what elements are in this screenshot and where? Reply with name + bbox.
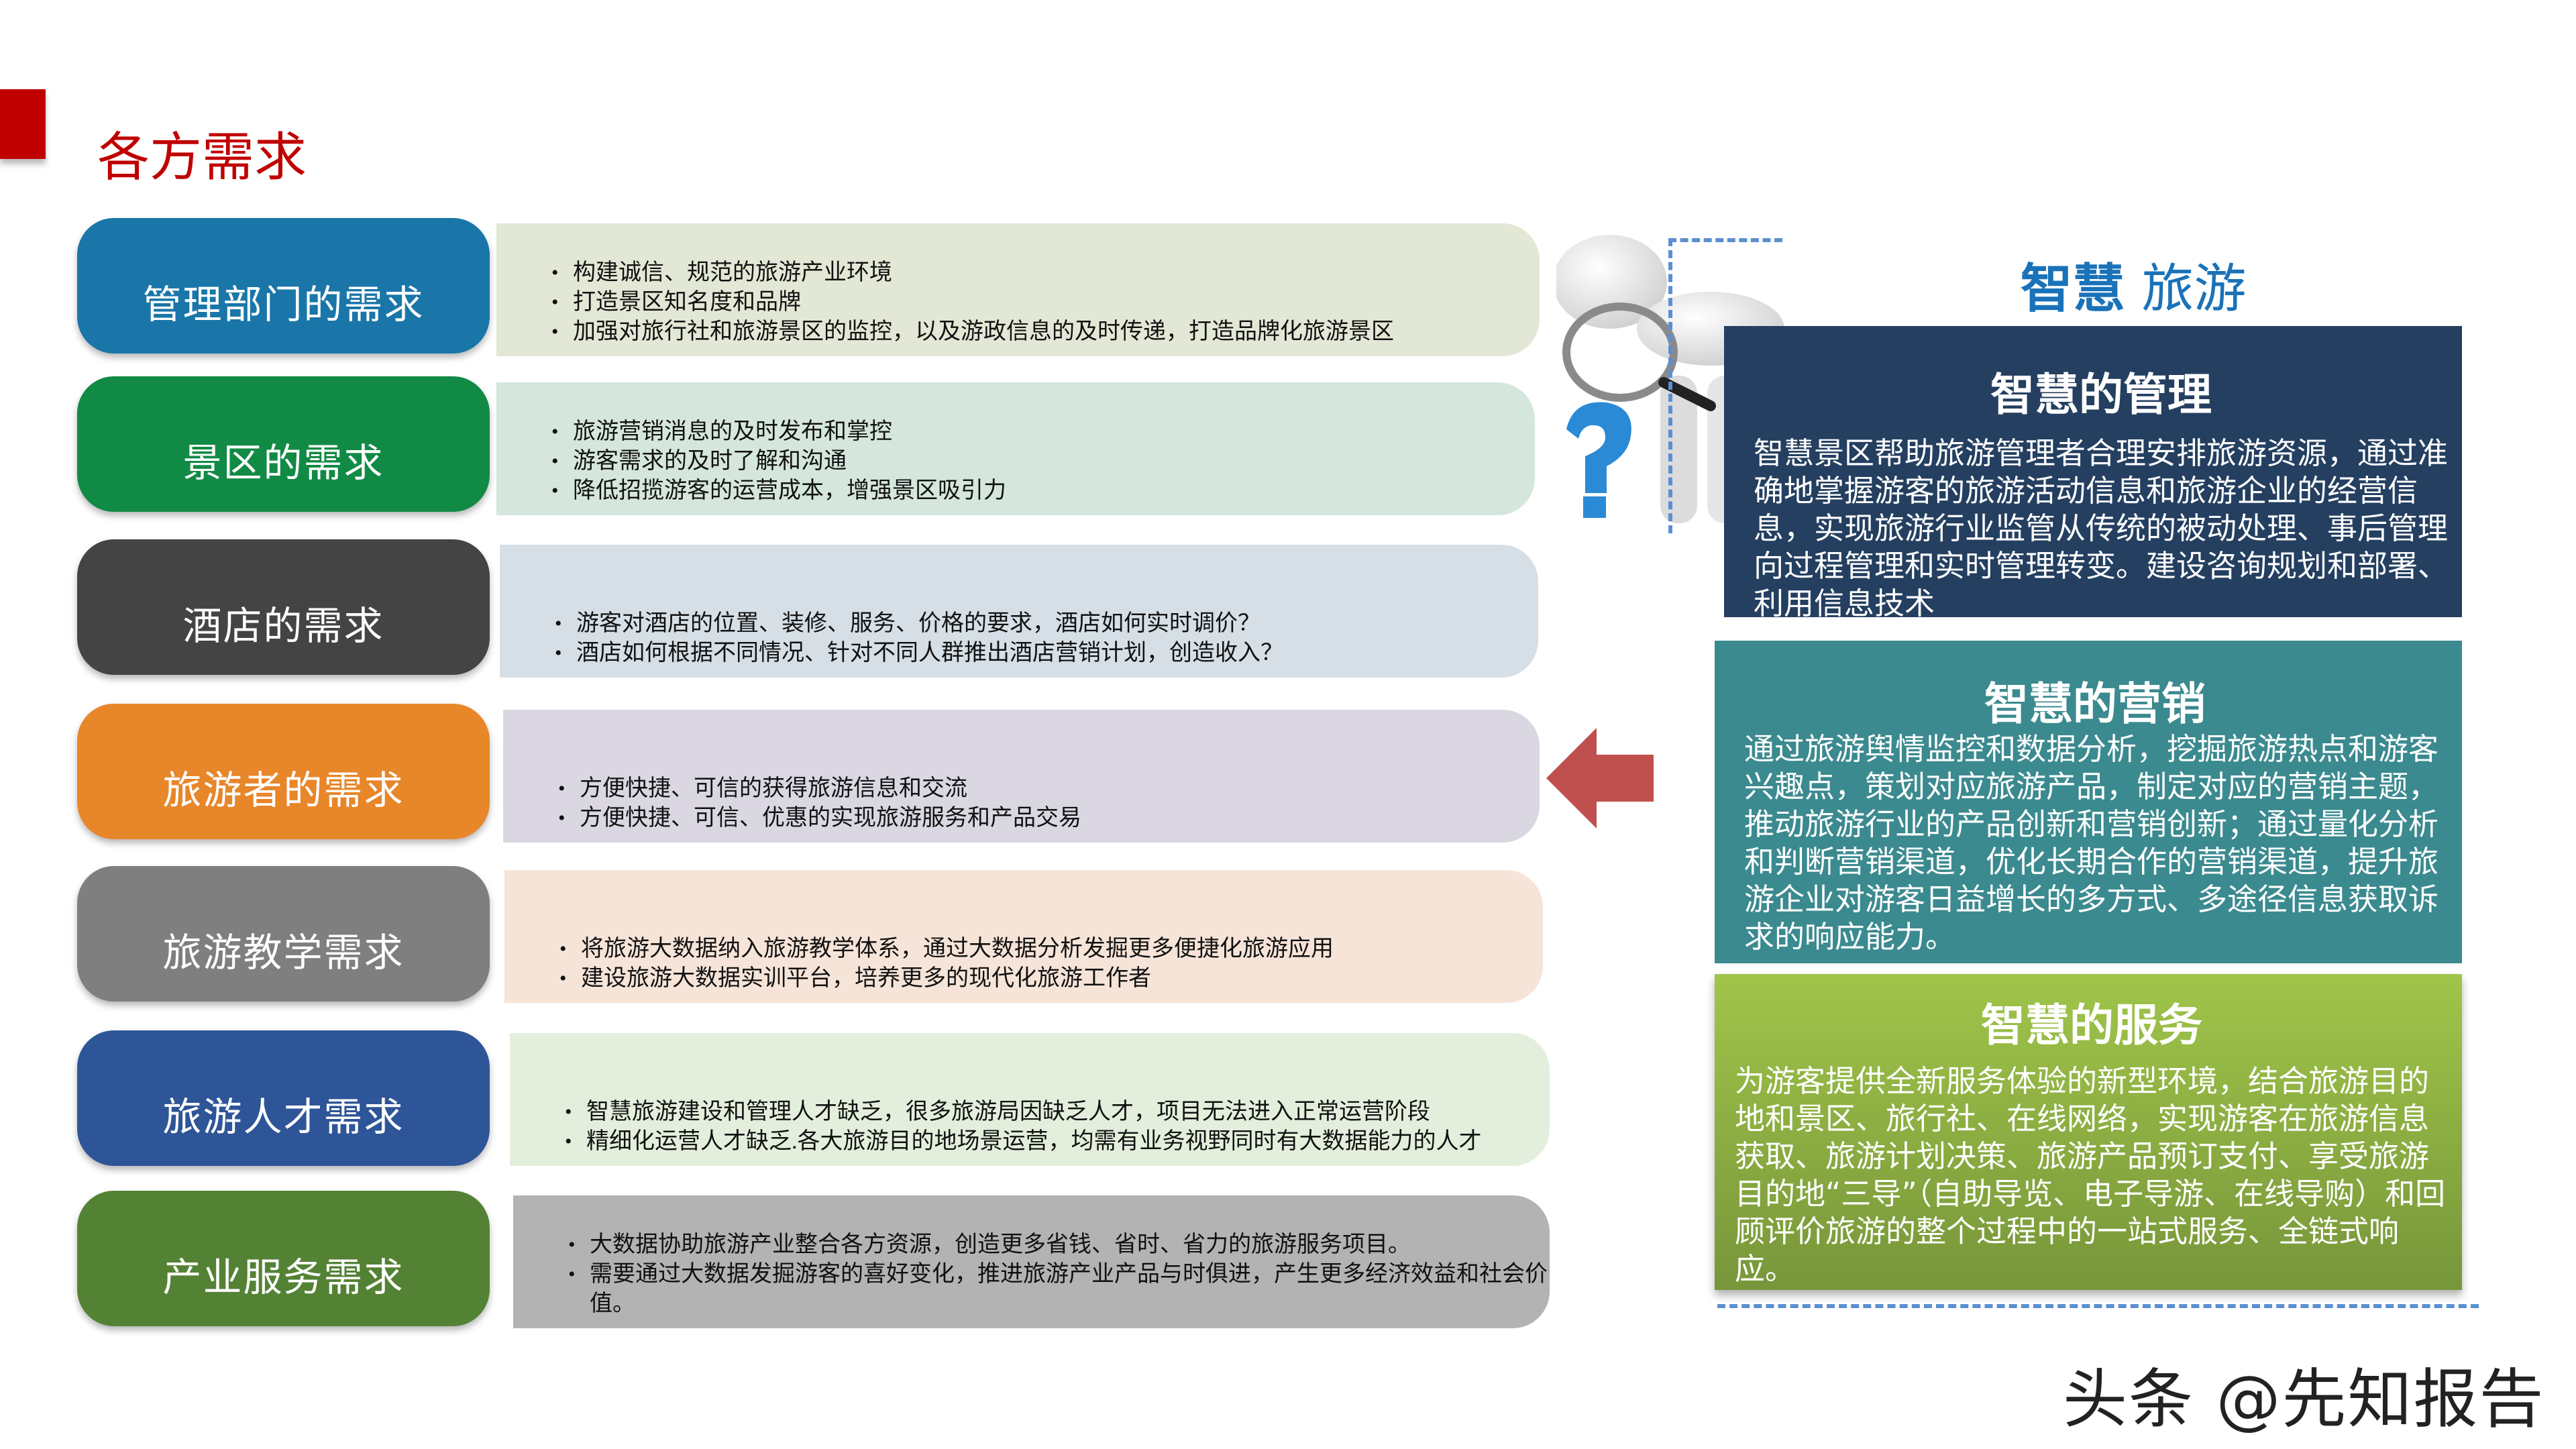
watermark-text: 头条 @先知报告 xyxy=(2063,1362,2545,1437)
question-mark-icon xyxy=(1566,402,1631,518)
need-bullet-list: 智慧旅游建设和管理人才缺乏，很多旅游局因缺乏人才，项目无法进入正常运营阶段精细化… xyxy=(565,1097,1550,1157)
smart-management-body: 智慧景区帮助旅游管理者合理安排旅游资源，通过准确地掌握游客的旅游活动信息和旅游企… xyxy=(1754,435,2449,617)
need-details-panel: 将旅游大数据纳入旅游教学体系，通过大数据分析发掘更多便捷化旅游应用建设旅游大数据… xyxy=(504,870,1543,1003)
need-bullet-item: 大数据协助旅游产业整合各方资源，创造更多省钱、省时、省力的旅游服务项目。 xyxy=(568,1230,1550,1260)
need-tab-label: 酒店的需求 xyxy=(182,603,384,649)
need-bullet-item: 酒店如何根据不同情况、针对不同人群推出酒店营销计划，创造收入？ xyxy=(555,639,1538,668)
left-arrow-icon xyxy=(1546,728,1654,828)
need-details-panel: 旅游营销消息的及时发布和掌控游客需求的及时了解和沟通降低招揽游客的运营成本，增强… xyxy=(496,382,1535,515)
need-details-panel: 游客对酒店的位置、装修、服务、价格的要求，酒店如何实时调价？酒店如何根据不同情况… xyxy=(500,545,1538,678)
need-details-panel: 智慧旅游建设和管理人才缺乏，很多旅游局因缺乏人才，项目无法进入正常运营阶段精细化… xyxy=(510,1033,1550,1166)
need-tab-label: 管理部门的需求 xyxy=(142,282,425,327)
need-bullet-item: 旅游营销消息的及时发布和掌控 xyxy=(551,417,1535,447)
need-tab: 景区的需求 xyxy=(77,376,490,512)
need-bullet-item: 将旅游大数据纳入旅游教学体系，通过大数据分析发掘更多便捷化旅游应用 xyxy=(559,934,1543,964)
smart-service-heading: 智慧的服务 xyxy=(1981,1000,2202,1051)
need-tab-label: 旅游者的需求 xyxy=(162,767,405,813)
dashed-border-bottom xyxy=(1717,1304,2479,1308)
dashed-border-left xyxy=(1668,238,1672,533)
need-bullet-item: 降低招揽游客的运营成本，增强景区吸引力 xyxy=(551,476,1535,506)
need-bullet-list: 将旅游大数据纳入旅游教学体系，通过大数据分析发掘更多便捷化旅游应用建设旅游大数据… xyxy=(559,934,1543,994)
need-bullet-list: 游客对酒店的位置、装修、服务、价格的要求，酒店如何实时调价？酒店如何根据不同情况… xyxy=(555,609,1538,668)
need-bullet-item: 构建诚信、规范的旅游产业环境 xyxy=(551,258,1540,288)
smart-marketing-body: 通过旅游舆情监控和数据分析，挖掘旅游热点和游客兴趣点，策划对应旅游产品，制定对应… xyxy=(1744,731,2439,955)
need-tab-label: 旅游人才需求 xyxy=(162,1094,405,1140)
need-bullet-item: 方便快捷、可信的获得旅游信息和交流 xyxy=(558,774,1540,804)
dashed-border-top xyxy=(1668,238,1782,242)
need-bullet-item: 建设旅游大数据实训平台，培养更多的现代化旅游工作者 xyxy=(559,964,1543,994)
need-bullet-item: 游客需求的及时了解和沟通 xyxy=(551,447,1535,476)
need-bullet-list: 方便快捷、可信的获得旅游信息和交流方便快捷、可信、优惠的实现旅游服务和产品交易 xyxy=(558,774,1540,833)
need-tab: 旅游者的需求 xyxy=(77,704,490,839)
need-bullet-item: 方便快捷、可信、优惠的实现旅游服务和产品交易 xyxy=(558,804,1540,833)
need-tab: 酒店的需求 xyxy=(77,539,490,675)
need-tab-label: 产业服务需求 xyxy=(162,1254,405,1300)
smart-management-heading: 智慧的管理 xyxy=(1990,369,2212,421)
smart-marketing-box: 智慧的营销 通过旅游舆情监控和数据分析，挖掘旅游热点和游客兴趣点，策划对应旅游产… xyxy=(1715,641,2462,963)
need-bullet-item: 精细化运营人才缺乏.各大旅游目的地场景运营，均需有业务视野同时有大数据能力的人才 xyxy=(565,1127,1550,1157)
smart-marketing-heading: 智慧的营销 xyxy=(1984,678,2206,730)
need-bullet-item: 智慧旅游建设和管理人才缺乏，很多旅游局因缺乏人才，项目无法进入正常运营阶段 xyxy=(565,1097,1550,1127)
title-accent-marker xyxy=(0,89,46,159)
need-bullet-item: 需要通过大数据发掘游客的喜好变化，推进旅游产业产品与时俱进，产生更多经济效益和社… xyxy=(568,1260,1550,1319)
smart-service-body: 为游客提供全新服务体验的新型环境，结合旅游目的地和景区、旅行社、在线网络，实现游… xyxy=(1735,1063,2446,1287)
need-details-panel: 方便快捷、可信的获得旅游信息和交流方便快捷、可信、优惠的实现旅游服务和产品交易 xyxy=(503,710,1540,843)
smart-tourism-title: 智慧 旅游 xyxy=(1945,263,2321,315)
need-tab-label: 旅游教学需求 xyxy=(162,930,405,975)
need-bullet-item: 游客对酒店的位置、装修、服务、价格的要求，酒店如何实时调价？ xyxy=(555,609,1538,639)
need-bullet-list: 大数据协助旅游产业整合各方资源，创造更多省钱、省时、省力的旅游服务项目。需要通过… xyxy=(568,1230,1550,1319)
need-bullet-list: 旅游营销消息的及时发布和掌控游客需求的及时了解和沟通降低招揽游客的运营成本，增强… xyxy=(551,417,1535,506)
page-title: 各方需求 xyxy=(97,127,307,188)
need-tab: 管理部门的需求 xyxy=(77,218,490,354)
smart-tourism-title-a: 智慧 xyxy=(2020,259,2125,319)
need-tab: 产业服务需求 xyxy=(77,1191,490,1326)
need-bullet-item: 加强对旅行社和旅游景区的监控，以及游政信息的及时传递，打造品牌化旅游景区 xyxy=(551,317,1540,347)
smart-tourism-title-b: 旅游 xyxy=(2141,259,2247,319)
need-bullet-list: 构建诚信、规范的旅游产业环境打造景区知名度和品牌加强对旅行社和旅游景区的监控，以… xyxy=(551,258,1540,347)
need-details-panel: 构建诚信、规范的旅游产业环境打造景区知名度和品牌加强对旅行社和旅游景区的监控，以… xyxy=(496,223,1540,356)
need-tab: 旅游人才需求 xyxy=(77,1030,490,1166)
smart-service-box: 智慧的服务 为游客提供全新服务体验的新型环境，结合旅游目的地和景区、旅行社、在线… xyxy=(1715,974,2462,1290)
need-tab-label: 景区的需求 xyxy=(182,440,384,486)
need-tab: 旅游教学需求 xyxy=(77,866,490,1002)
need-details-panel: 大数据协助旅游产业整合各方资源，创造更多省钱、省时、省力的旅游服务项目。需要通过… xyxy=(513,1195,1550,1328)
need-bullet-item: 打造景区知名度和品牌 xyxy=(551,288,1540,317)
smart-management-box: 智慧的管理 智慧景区帮助旅游管理者合理安排旅游资源，通过准确地掌握游客的旅游活动… xyxy=(1724,326,2462,617)
